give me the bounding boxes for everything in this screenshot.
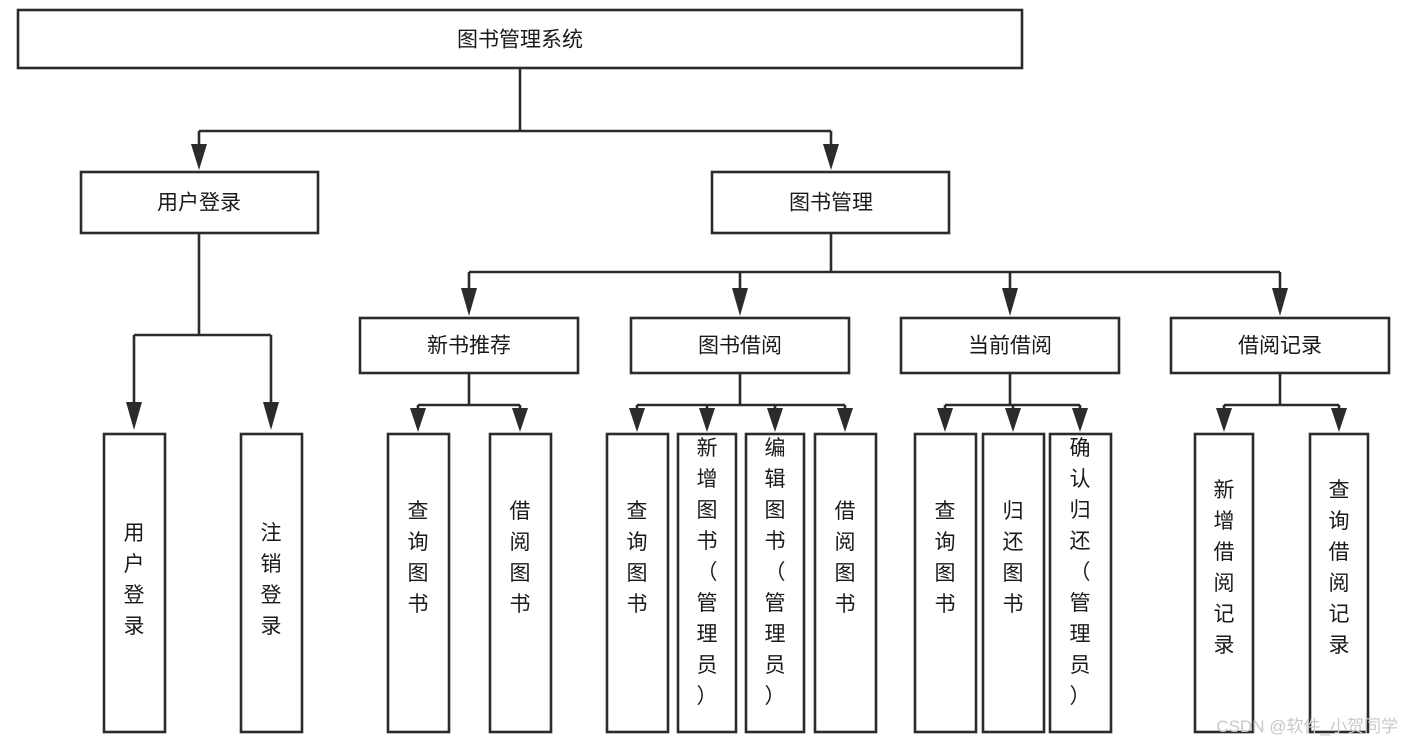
leaf-add-borrow-record-label: 新增借阅记录 xyxy=(1214,479,1235,657)
node-current-borrow-label: 当前借阅 xyxy=(968,335,1052,358)
leaf-borrow-book-recommend-box[interactable] xyxy=(488,432,553,734)
leaf-node[interactable]: 归还图书 xyxy=(981,432,1046,734)
node-book-management-label: 图书管理 xyxy=(789,192,873,215)
arrow-head-add-book xyxy=(699,408,715,432)
node-user-login[interactable]: 用户登录 xyxy=(79,170,320,235)
leaf-borrow-book-borrow-box[interactable] xyxy=(813,432,878,734)
leaf-query-borrow-record-label: 查询借阅记录 xyxy=(1329,479,1350,657)
watermark-label: CSDN @软件_小贺同学 xyxy=(1216,717,1398,736)
leaf-query-book-current-label: 查询图书 xyxy=(935,500,956,616)
node-new-book-recommend-box[interactable] xyxy=(358,316,580,375)
arrow-head-confirm-return xyxy=(1072,408,1088,432)
leaf-query-book-current-box[interactable] xyxy=(913,432,978,734)
leaf-return-book-label: 归还图书 xyxy=(1003,500,1024,616)
arrow-head-edit-book xyxy=(767,408,783,432)
node-book-management[interactable]: 图书管理 xyxy=(710,170,951,235)
arrow-head-user-login xyxy=(191,144,207,170)
node-root[interactable]: 图书管理系统 xyxy=(16,8,1024,70)
leaf-node[interactable]: 新增借阅记录 xyxy=(1193,432,1255,734)
leaf-node[interactable]: 查询借阅记录 xyxy=(1308,432,1370,734)
leaf-return-book-box[interactable] xyxy=(981,432,1046,734)
arrow-head-query-record xyxy=(1331,408,1347,432)
leaf-edit-book-label: 编辑图书（管理员） xyxy=(765,437,786,708)
node-book-management-box[interactable] xyxy=(710,170,951,235)
node-borrow-record-box[interactable] xyxy=(1169,316,1391,375)
leaf-node[interactable]: 确认归还（管理员） xyxy=(1048,432,1113,734)
leaf-logout-label: 注销登录 xyxy=(261,522,282,638)
arrow-head-query-book-1 xyxy=(410,408,426,432)
arrow-head-leaf-logout xyxy=(263,402,279,430)
leaf-query-book-recommend-box[interactable] xyxy=(386,432,451,734)
node-new-book-recommend[interactable]: 新书推荐 xyxy=(358,316,580,375)
leaf-confirm-return-box[interactable] xyxy=(1048,432,1113,734)
leaf-query-book-recommend-label: 查询图书 xyxy=(408,500,429,616)
leaf-borrow-book-borrow-label: 借阅图书 xyxy=(835,500,856,616)
arrow-head-new-book xyxy=(461,288,477,316)
node-borrow-record-label: 借阅记录 xyxy=(1238,335,1322,358)
leaf-node[interactable]: 注销登录 xyxy=(239,432,304,734)
node-user-login-label: 用户登录 xyxy=(157,192,241,215)
leaf-user-login-label: 用户登录 xyxy=(124,522,145,638)
arrow-head-add-record xyxy=(1216,408,1232,432)
arrow-head-book-mgmt xyxy=(823,144,839,170)
leaf-node[interactable]: 借阅图书 xyxy=(488,432,553,734)
arrow-head-query-book-2 xyxy=(629,408,645,432)
leaf-node[interactable]: 查询图书 xyxy=(913,432,978,734)
node-user-login-box[interactable] xyxy=(79,170,320,235)
arrow-head-borrow-record xyxy=(1272,288,1288,316)
arrow-head-leaf-user-login xyxy=(126,402,142,430)
node-current-borrow[interactable]: 当前借阅 xyxy=(899,316,1121,375)
leaf-node[interactable]: 用户登录 xyxy=(102,432,167,734)
connector-layer xyxy=(126,68,1347,432)
node-book-borrow-label: 图书借阅 xyxy=(698,335,782,358)
node-current-borrow-box[interactable] xyxy=(899,316,1121,375)
leaf-add-book-box[interactable] xyxy=(676,432,738,734)
arrow-head-book-borrow xyxy=(732,288,748,316)
leaf-confirm-return-label: 确认归还（管理员） xyxy=(1070,437,1091,708)
node-root-box[interactable] xyxy=(16,8,1024,70)
leaf-add-borrow-record-box[interactable] xyxy=(1193,432,1255,734)
node-book-borrow[interactable]: 图书借阅 xyxy=(629,316,851,375)
arrow-head-borrow-book-1 xyxy=(512,408,528,432)
leaf-node[interactable]: 编辑图书（管理员） xyxy=(744,432,806,734)
leaf-query-book-borrow-label: 查询图书 xyxy=(627,500,648,616)
arrow-head-current-borrow xyxy=(1002,288,1018,316)
leaf-query-borrow-record-box[interactable] xyxy=(1308,432,1370,734)
leaf-node[interactable]: 查询图书 xyxy=(605,432,670,734)
leaf-borrow-book-recommend-label: 借阅图书 xyxy=(510,500,531,616)
leaf-logout-box[interactable] xyxy=(239,432,304,734)
leaf-node[interactable]: 借阅图书 xyxy=(813,432,878,734)
arrow-head-borrow-book-2 xyxy=(837,408,853,432)
node-book-borrow-box[interactable] xyxy=(629,316,851,375)
arrow-head-return-book xyxy=(1005,408,1021,432)
leaf-add-book-label: 新增图书（管理员） xyxy=(697,437,718,708)
leaf-user-login-box[interactable] xyxy=(102,432,167,734)
leaf-node[interactable]: 新增图书（管理员） xyxy=(676,432,738,734)
leaf-edit-book-box[interactable] xyxy=(744,432,806,734)
arrow-head-query-book-3 xyxy=(937,408,953,432)
node-root-label: 图书管理系统 xyxy=(457,29,583,52)
leaf-query-book-borrow-box[interactable] xyxy=(605,432,670,734)
node-borrow-record[interactable]: 借阅记录 xyxy=(1169,316,1391,375)
leaf-node[interactable]: 查询图书 xyxy=(386,432,451,734)
node-new-book-recommend-label: 新书推荐 xyxy=(427,335,511,358)
